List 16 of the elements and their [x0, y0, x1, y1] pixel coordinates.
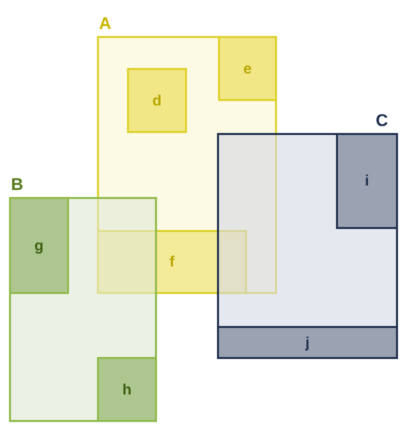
sub-box [336, 133, 398, 229]
box-label: g [34, 237, 44, 254]
sub-box [127, 68, 187, 133]
box-label: d [152, 92, 162, 109]
box-label: e [243, 60, 252, 77]
box-label: j [305, 334, 310, 351]
sub-box [218, 36, 277, 101]
region-heading: B [11, 175, 24, 195]
region-heading: A [99, 14, 112, 34]
box-label: i [364, 172, 370, 190]
box-label: h [122, 381, 132, 398]
box-label: f [170, 254, 174, 270]
sub-box [9, 197, 69, 294]
sub-box [97, 357, 157, 422]
sub-box [217, 326, 398, 359]
region-heading: C [376, 111, 388, 131]
